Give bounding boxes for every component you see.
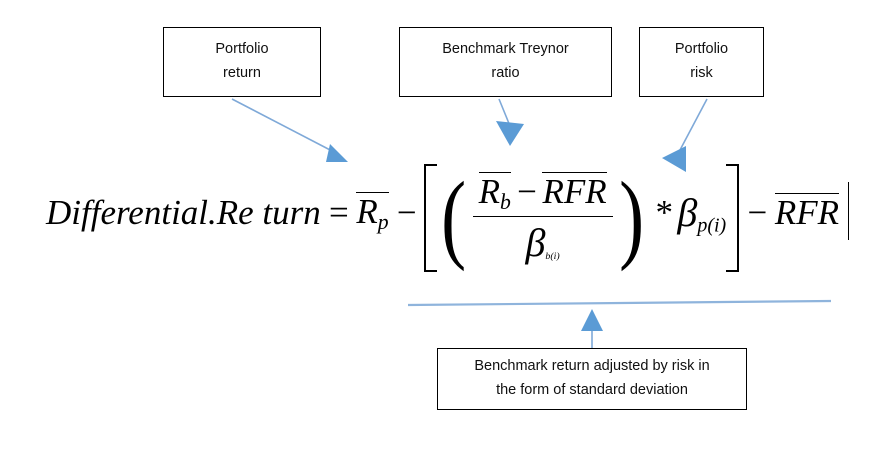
symbol-RFR: RFR (774, 193, 839, 232)
subscript-p: p (377, 210, 389, 235)
symbol-beta: β (677, 189, 698, 235)
text-cursor (847, 182, 850, 240)
open-square-bracket (424, 164, 438, 272)
overline-accent: RFR (542, 172, 607, 212)
callout-benchmark-return-adjusted[interactable]: Benchmark return adjusted by risk in the … (437, 348, 747, 410)
open-parenthesis: ( (441, 161, 467, 272)
callout-benchmark-treynor-ratio[interactable]: Benchmark Treynor ratio (399, 27, 612, 97)
arrow-benchmark-treynor (496, 98, 524, 146)
arrow-benchmark-adjusted (581, 309, 603, 350)
equation-lhs-label: Differential.Re turn (46, 193, 321, 232)
term-risk-free-rate: RFR (774, 193, 839, 233)
close-square-bracket (726, 164, 740, 272)
term-portfolio-beta: βp(i) (677, 189, 726, 238)
overline-accent: Rb (478, 172, 511, 215)
callout-line-1: Portfolio (215, 41, 269, 58)
subscript-b-i: b(i) (545, 250, 560, 262)
equation-differential-return[interactable]: Differential.Re turn = Rp − ( Rb−RFR βb(… (46, 158, 850, 272)
minus-operator-1: − (394, 193, 419, 232)
symbol-R: R (478, 172, 500, 212)
overline-accent: RFR (774, 193, 839, 232)
minus-operator-numerator: − (514, 172, 539, 212)
symbol-beta: β (525, 219, 546, 265)
overline-accent: Rp (356, 192, 389, 235)
symbol-RFR: RFR (542, 172, 607, 212)
minus-operator-2: − (745, 193, 769, 232)
fraction-bar (472, 215, 613, 217)
callout-benchmark-treynor-text: Benchmark Treynor ratio (406, 38, 605, 86)
subscript-b: b (499, 190, 511, 215)
fraction-denominator: βb(i) (519, 217, 565, 266)
callout-line-2: risk (690, 65, 713, 81)
arrow-portfolio-return (231, 98, 348, 162)
callout-line-2: the form of standard deviation (496, 382, 688, 398)
term-portfolio-return: Rp (356, 192, 389, 235)
subscript-p-i: p(i) (697, 214, 727, 237)
close-parenthesis: ) (618, 161, 644, 272)
callout-line-1: Benchmark return adjusted by risk in (474, 358, 710, 375)
callout-benchmark-adjusted-text: Benchmark return adjusted by risk in the … (444, 355, 740, 403)
callout-line-1: Portfolio (674, 41, 729, 58)
equals-operator: = (326, 193, 351, 232)
callout-line-2: return (223, 65, 261, 81)
callout-portfolio-return[interactable]: Portfolio return (163, 27, 321, 97)
callout-line-1: Benchmark Treynor (442, 41, 569, 58)
callout-portfolio-risk[interactable]: Portfolio risk (639, 27, 764, 97)
callout-line-2: ratio (491, 65, 520, 81)
multiply-operator: * (653, 193, 672, 232)
callout-portfolio-return-text: Portfolio return (170, 38, 314, 86)
fraction-benchmark-treynor-ratio: Rb−RFR βb(i) (472, 172, 613, 266)
fraction-numerator: Rb−RFR (473, 172, 613, 216)
underline-rule (407, 299, 832, 307)
callout-portfolio-risk-text: Portfolio risk (646, 38, 757, 86)
symbol-R: R (356, 192, 378, 232)
